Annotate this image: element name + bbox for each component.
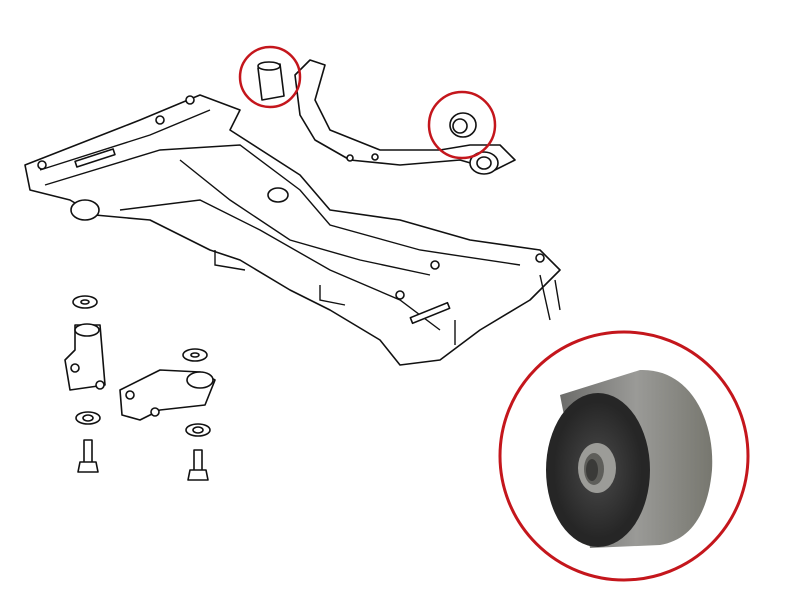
control-arm-drawing — [294, 59, 516, 175]
highlight-circle — [498, 330, 750, 582]
highlight-circle — [238, 45, 302, 109]
subframe-drawing — [24, 94, 561, 366]
bushing-drawing-left — [257, 61, 285, 101]
mount-bracket-drawing — [64, 295, 216, 481]
bushing-drawing-right — [449, 112, 477, 138]
bushing-photo — [546, 369, 713, 548]
highlight-circle — [427, 90, 497, 160]
